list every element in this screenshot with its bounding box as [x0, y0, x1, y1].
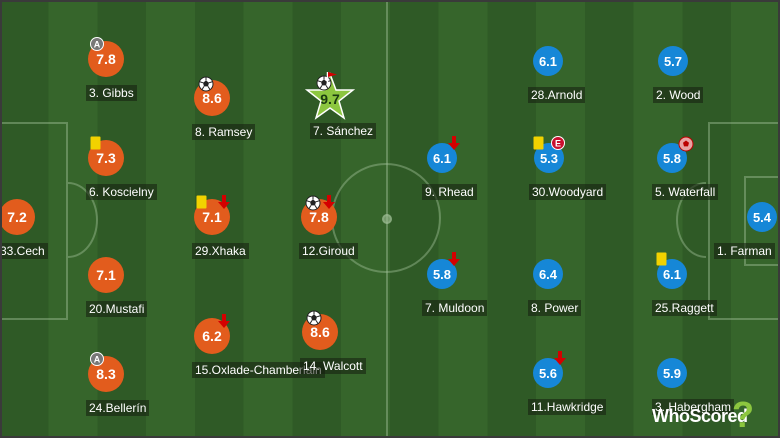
- right-penalty-box: [708, 122, 780, 320]
- player-rating: 6.1: [533, 46, 563, 76]
- yellow-card-icon: [196, 195, 207, 214]
- player-name: 7. Sánchez: [310, 123, 377, 139]
- away-player[interactable]: 6.4 8. Power: [528, 259, 668, 344]
- away-player[interactable]: 6.1 28.Arnold: [528, 46, 668, 131]
- player-rating: 9.7: [320, 91, 340, 107]
- player-name: 3. Gibbs: [86, 85, 137, 101]
- home-player[interactable]: 9.7 7. Sánchez: [305, 72, 450, 167]
- yellow-card-icon: [533, 136, 544, 155]
- whoscored-logo: WhoScored ?: [652, 394, 772, 435]
- away-player[interactable]: 5.4 1. Farman: [714, 202, 780, 287]
- player-rating: 7.1: [88, 257, 124, 293]
- away-player[interactable]: 5.9 3. Habergham: [652, 358, 780, 438]
- goal-icon: [198, 76, 214, 97]
- sub-off-arrow-icon: [448, 136, 460, 155]
- player-rating: 5.4: [747, 202, 777, 232]
- player-name: 8. Power: [528, 300, 582, 316]
- player-name: 1. Farman: [714, 243, 775, 259]
- home-player[interactable]: 8.6 8. Ramsey: [192, 76, 332, 168]
- sub-off-arrow-icon: [448, 252, 460, 271]
- player-name: 24.Bellerín: [86, 400, 150, 416]
- player-name: 6. Koscielny: [86, 184, 157, 200]
- player-name: 12.Giroud: [299, 243, 358, 259]
- player-name: 14. Walcott: [300, 358, 366, 374]
- home-player[interactable]: 7.1 20.Mustafi: [86, 257, 226, 345]
- player-name: 8. Ramsey: [192, 124, 256, 140]
- own-goal-icon: [678, 136, 694, 157]
- player-rating: 7.2: [0, 199, 35, 235]
- home-player[interactable]: 7.2 33.Cech: [0, 199, 137, 287]
- goal-icon: [306, 310, 322, 331]
- player-name: 25.Raggett: [652, 300, 717, 316]
- player-rating: 5.9: [657, 358, 687, 388]
- assist-icon: A: [90, 37, 104, 56]
- error-icon: E: [551, 136, 565, 155]
- star-icon: [305, 72, 355, 120]
- player-name: 9. Rhead: [422, 184, 477, 200]
- player-rating: 6.1: [427, 143, 457, 173]
- player-name: 3. Habergham: [652, 399, 735, 415]
- logo-text: WhoScored: [652, 406, 748, 426]
- corner-flag-icon: [326, 71, 338, 90]
- away-player[interactable]: 6.1 9. Rhead: [422, 136, 562, 228]
- sub-off-arrow-icon: [218, 314, 230, 333]
- centre-spot: [382, 214, 392, 224]
- sub-off-arrow-icon: [323, 195, 335, 214]
- sub-off-arrow-icon: [218, 195, 230, 214]
- player-name: 2. Wood: [653, 87, 704, 103]
- player-rating: 8.6: [194, 80, 230, 116]
- yellow-card-icon: [90, 136, 101, 155]
- player-name: 7. Muldoon: [422, 300, 488, 316]
- player-rating: 5.7: [658, 46, 688, 76]
- home-player[interactable]: 8.3 24.Bellerín A: [86, 352, 226, 438]
- player-name: 30.Woodyard: [529, 184, 607, 200]
- away-player[interactable]: 5.3 30.Woodyard E: [529, 136, 669, 228]
- away-player[interactable]: 5.7 2. Wood: [653, 46, 780, 131]
- right-goal-box: [744, 176, 780, 266]
- away-player[interactable]: 5.6 11.Hawkridge: [528, 351, 668, 438]
- player-name: 5. Waterfall: [652, 184, 719, 200]
- logo-mark: ?: [732, 394, 754, 435]
- player-rating: 6.4: [533, 259, 563, 289]
- goal-icon: [305, 195, 321, 216]
- player-rating: 8.3: [88, 356, 124, 392]
- player-name: 11.Hawkridge: [528, 399, 607, 415]
- left-penalty-box: [0, 122, 68, 320]
- player-rating: 5.8: [427, 259, 457, 289]
- assist-icon: A: [90, 352, 104, 371]
- yellow-card-icon: [656, 252, 667, 271]
- sub-off-arrow-icon: [554, 351, 566, 370]
- player-rating: 5.3: [534, 143, 564, 173]
- svg-text:E: E: [555, 139, 561, 149]
- away-player[interactable]: 5.8 7. Muldoon: [422, 252, 562, 344]
- svg-text:A: A: [94, 40, 101, 50]
- svg-text:A: A: [94, 355, 101, 365]
- player-rating: 5.6: [533, 358, 563, 388]
- player-name: 28.Arnold: [528, 87, 586, 103]
- player-name: 20.Mustafi: [86, 301, 148, 317]
- player-name: 15.Oxlade-Chamberlain: [192, 362, 325, 378]
- player-name: 29.Xhaka: [192, 243, 249, 259]
- player-name: 33.Cech: [0, 243, 48, 259]
